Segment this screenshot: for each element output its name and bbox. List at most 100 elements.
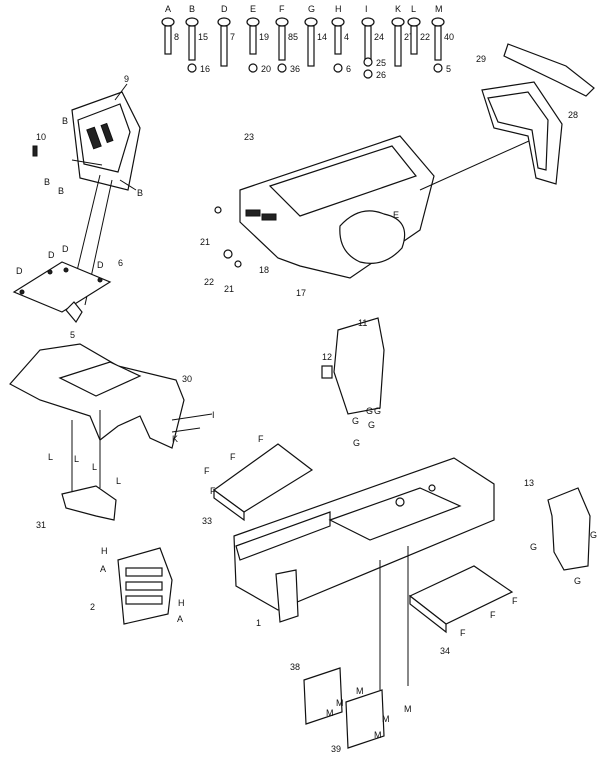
letter-M-2: M <box>336 698 344 708</box>
bolt-head-A <box>161 17 175 27</box>
callout-18: 18 <box>259 265 269 275</box>
letter-A-2: A <box>177 614 183 624</box>
washer-26 <box>363 69 373 79</box>
bolt-number-M: 40 <box>444 32 454 42</box>
bolt-head-E <box>246 17 260 27</box>
washer-number-25: 25 <box>376 58 386 68</box>
letter-G-3: G <box>352 416 359 426</box>
bolt-head-B <box>185 17 199 27</box>
letter-M-4: M <box>404 704 412 714</box>
callout-23: 23 <box>244 132 254 142</box>
grille-and-bumper <box>481 43 595 185</box>
bolt-number-A: 8 <box>174 32 179 42</box>
letter-F-2: F <box>230 452 236 462</box>
side-bracket <box>321 317 385 415</box>
letter-A-1: A <box>100 564 106 574</box>
letter-M-1: M <box>356 686 364 696</box>
letter-G-4: G <box>368 420 375 430</box>
callout-28: 28 <box>568 110 578 120</box>
hardware-letter-G: G <box>308 4 315 14</box>
washer-16 <box>187 63 197 73</box>
bolt-number-K: 27 <box>404 32 414 42</box>
footrest-right <box>408 565 514 634</box>
letter-B-2: B <box>44 177 50 187</box>
bolt-head-K <box>391 17 405 27</box>
bolt-shaft-L <box>410 25 418 55</box>
letter-G-8: G <box>574 576 581 586</box>
hardware-letter-K: K <box>395 4 401 14</box>
bolt-head-G <box>304 17 318 27</box>
bolt-shaft-D <box>220 25 228 67</box>
letter-G-5: G <box>353 438 360 448</box>
washer-number-16: 16 <box>200 64 210 74</box>
hardware-letter-M: M <box>435 4 443 14</box>
callout-21b: 21 <box>224 284 234 294</box>
hardware-letter-L: L <box>411 4 416 14</box>
hardware-letter-D: D <box>221 4 228 14</box>
callout-17: 17 <box>296 288 306 298</box>
callout-29: 29 <box>476 54 486 64</box>
letter-M-3: M <box>326 708 334 718</box>
louvred-panel <box>117 547 173 625</box>
bolt-number-F: 85 <box>288 32 298 42</box>
bolt-shaft-F <box>278 25 286 61</box>
bolt-shaft-H <box>334 25 342 55</box>
main-frame <box>233 457 495 623</box>
callout-38: 38 <box>290 662 300 672</box>
callout-1: 1 <box>256 618 261 628</box>
letter-D-1: D <box>16 266 23 276</box>
hardware-letter-F: F <box>279 4 285 14</box>
bolt-head-I <box>361 17 375 27</box>
letter-B-1: B <box>62 116 68 126</box>
bolt-shaft-A <box>164 25 172 55</box>
callout-12: 12 <box>322 352 332 362</box>
letter-L-4: L <box>116 476 121 486</box>
letter-B-4: B <box>137 188 143 198</box>
bolt-number-I: 24 <box>374 32 384 42</box>
bolt-head-F <box>275 17 289 27</box>
bolt-number-B: 15 <box>198 32 208 42</box>
bolt-number-D: 7 <box>230 32 235 42</box>
washer-5 <box>433 63 443 73</box>
callout-6: 6 <box>118 258 123 268</box>
callout-11: 11 <box>358 318 367 328</box>
letter-I-1: I <box>212 410 215 420</box>
bolt-shaft-G <box>307 25 315 67</box>
washer-20 <box>248 63 258 73</box>
bolt-number-G: 14 <box>317 32 327 42</box>
letter-G-6: G <box>530 542 537 552</box>
hardware-letter-H: H <box>335 4 342 14</box>
bolt-shaft-K <box>394 25 402 67</box>
letter-G-2: G <box>374 406 381 416</box>
bolt-number-H: 4 <box>344 32 349 42</box>
bolt-head-M <box>431 17 445 27</box>
callout-33: 33 <box>202 516 212 526</box>
callout-13: 13 <box>524 478 534 488</box>
letter-M-6: M <box>374 730 382 740</box>
washer-number-6: 6 <box>346 64 351 74</box>
letter-D-2: D <box>48 250 55 260</box>
letter-M-5: M <box>382 714 390 724</box>
washer-number-5: 5 <box>446 64 451 74</box>
callout-22: 22 <box>204 277 214 287</box>
letter-F-4: F <box>210 486 216 496</box>
bolt-shaft-M <box>434 25 442 61</box>
bolt-head-D <box>217 17 231 27</box>
letter-G-1: G <box>366 406 373 416</box>
letter-F-1: F <box>258 434 264 444</box>
letter-F-7: F <box>460 628 466 638</box>
bolt-number-E: 19 <box>259 32 269 42</box>
hardware-letter-B: B <box>189 4 195 14</box>
letter-E-hood: E <box>393 210 399 220</box>
callout-10: 10 <box>36 132 46 142</box>
bolt-shaft-E <box>249 25 257 55</box>
letter-H-1: H <box>101 546 108 556</box>
callout-30: 30 <box>182 374 192 384</box>
callout-2: 2 <box>90 602 95 612</box>
bolt-shaft-I <box>364 25 372 61</box>
letter-F-6: F <box>490 610 496 620</box>
hood-assembly <box>239 135 541 279</box>
bolt-shaft-B <box>188 25 196 61</box>
